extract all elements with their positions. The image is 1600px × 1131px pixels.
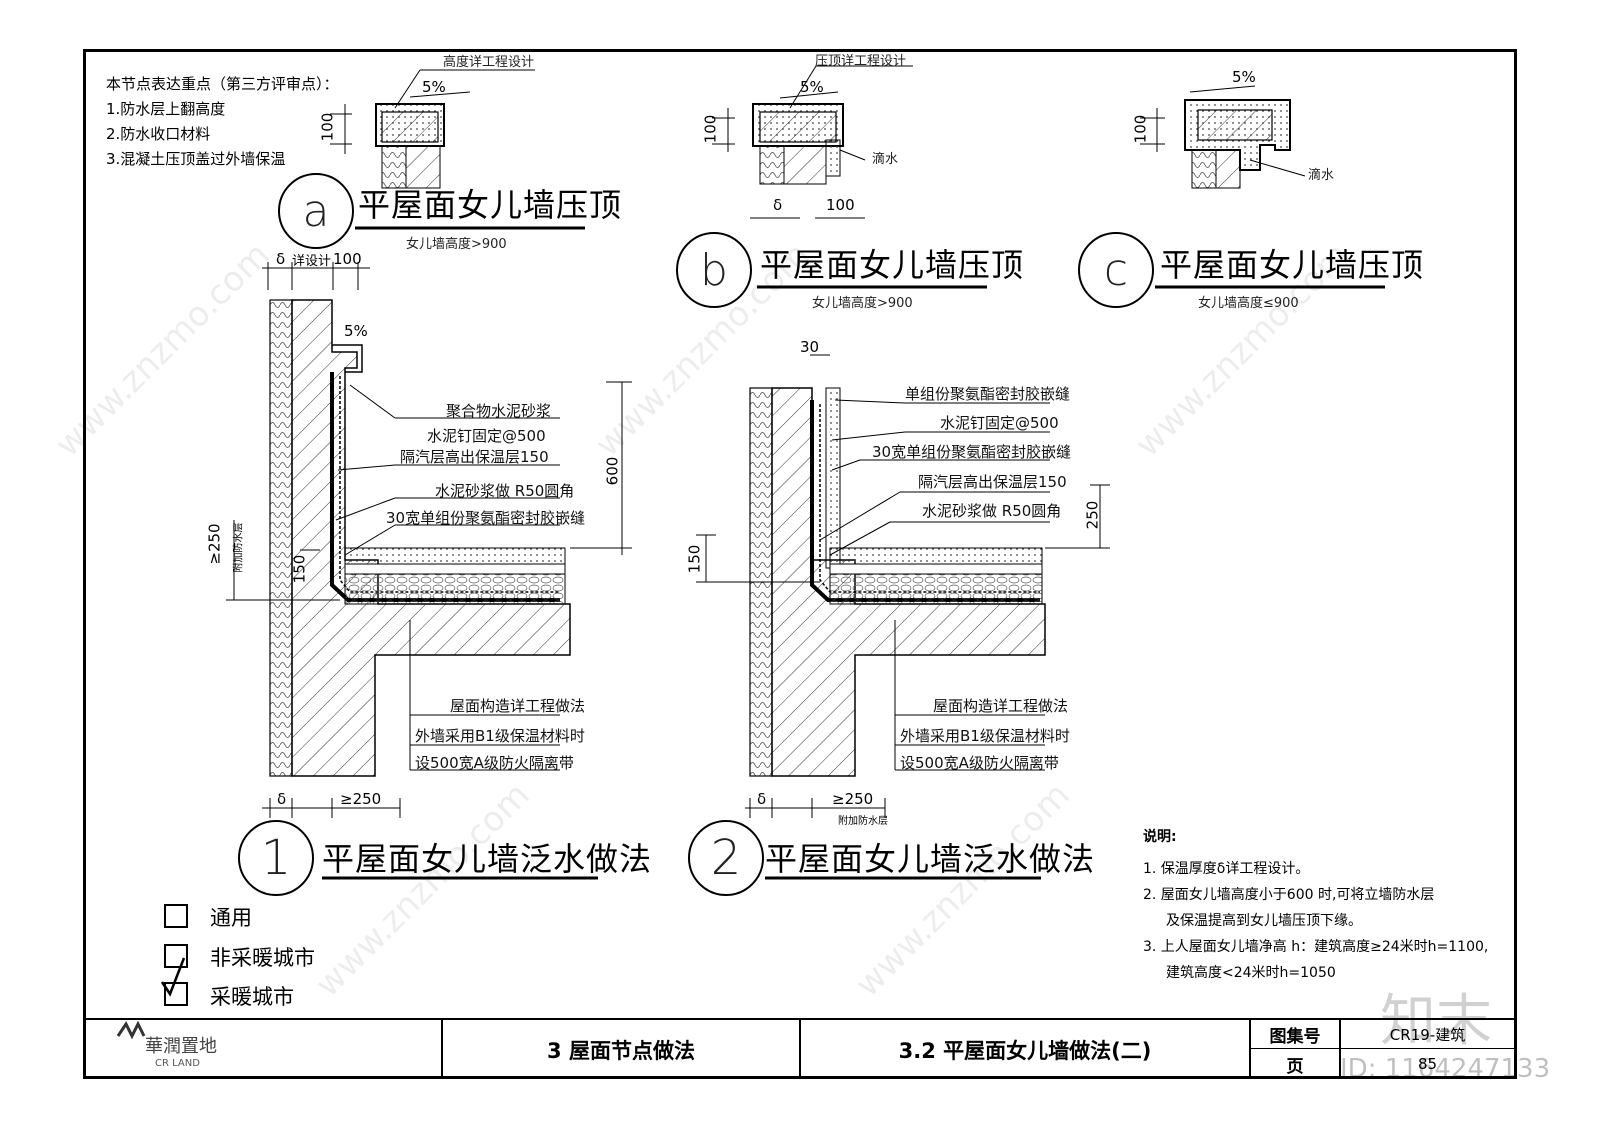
detail-b-dim-delta: δ xyxy=(773,196,783,214)
detail-a-slope: 5% xyxy=(422,78,446,96)
detail-b-top-note: 压顶详工程设计 xyxy=(815,54,907,69)
note-item: 2.防水收口材料 xyxy=(106,125,211,143)
section-2-callout: 单组份聚氨酯密封胶嵌缝 xyxy=(905,385,1071,403)
detail-b-drip: 滴水 xyxy=(872,152,899,167)
section-1-dim-left: ≥250 xyxy=(205,523,224,565)
section-2-dim-right: 250 xyxy=(1083,500,1102,530)
detail-c-drip: 滴水 xyxy=(1308,168,1335,183)
logo-cn: 華潤置地 xyxy=(145,1036,217,1057)
section-2-lower-callout: 外墙采用B1级保温材料时 xyxy=(900,727,1070,745)
section-1-marker: 1 xyxy=(238,820,314,896)
section-1-bottom-dim-delta: δ xyxy=(277,790,287,808)
detail-a-marker: a xyxy=(278,173,354,249)
note-item: 1.防水层上翻高度 xyxy=(106,100,226,118)
section-1-top-dim-delta: δ xyxy=(276,250,286,268)
section-1-slope: 5% xyxy=(344,322,368,340)
section-1-callout: 水泥钉固定@500 xyxy=(427,427,546,445)
logo-mountain-icon xyxy=(116,1020,146,1040)
section-1-top-dim-100: 100 xyxy=(333,250,362,268)
section-2-lower-callout: 设500宽A级防火隔离带 xyxy=(900,754,1059,772)
atlas-value-cell: CR19-建筑 xyxy=(1339,1020,1514,1049)
section-2-callout: 30宽单组份聚氨酯密封胶嵌缝 xyxy=(872,443,1072,461)
detail-a-top-note: 高度详工程设计 xyxy=(443,55,535,70)
detail-a-subtitle: 女儿墙高度>900 xyxy=(406,237,507,252)
detail-c-slope: 5% xyxy=(1232,68,1256,86)
explanation-item: 及保温提高到女儿墙压顶下缘。 xyxy=(1166,913,1362,929)
atlas-value: CR19-建筑 xyxy=(1389,1025,1466,1044)
detail-a-dim: 100 xyxy=(318,112,337,142)
drawing-title: 3.2 平屋面女儿墙做法(二) xyxy=(898,1038,1152,1063)
section-2-bottom-note: 附加防水层 xyxy=(838,816,888,827)
section-2-bottom-dim-delta: δ xyxy=(757,790,767,808)
section-1-drawing xyxy=(226,262,632,880)
watermark-id: ID: 1164247133 xyxy=(1340,1054,1551,1084)
page-label-cell: 页 xyxy=(1249,1049,1339,1079)
section-2-lower-callout: 屋面构造详工程做法 xyxy=(933,697,1069,715)
section-1-callout: 隔汽层高出保温层150 xyxy=(400,448,549,466)
detail-b-dim: 100 xyxy=(701,114,720,144)
legend-checkbox-heating[interactable] xyxy=(164,982,188,1006)
atlas-label-cell: 图集号 xyxy=(1249,1020,1339,1049)
detail-c-dim: 100 xyxy=(1131,114,1150,144)
legend-label-heating: 采暖城市 xyxy=(210,985,294,1009)
section-name-cell: 3 屋面节点做法 xyxy=(441,1020,799,1079)
page-value-cell: 85 xyxy=(1339,1049,1514,1079)
section-1-dim-150: 150 xyxy=(290,554,309,584)
atlas-label: 图集号 xyxy=(1269,1026,1321,1047)
detail-a-title: 平屋面女儿墙压顶 xyxy=(358,186,623,224)
logo-en: CR LAND xyxy=(155,1058,200,1069)
legend-label-general: 通用 xyxy=(210,906,252,930)
page-label: 页 xyxy=(1286,1056,1304,1077)
section-1-lower-callout: 设500宽A级防火隔离带 xyxy=(415,754,574,772)
detail-b-slope: 5% xyxy=(800,78,824,96)
detail-b-dim-bottom: 100 xyxy=(826,196,855,214)
section-1-lower-callout: 外墙采用B1级保温材料时 xyxy=(415,727,585,745)
section-1-bottom-dim-250: ≥250 xyxy=(340,790,382,808)
section-1-dim-left-note: 附加防水层 xyxy=(233,522,245,573)
page-value: 85 xyxy=(1417,1055,1438,1073)
detail-c-subtitle: 女儿墙高度≤900 xyxy=(1198,296,1299,311)
legend-label-non-heating: 非采暖城市 xyxy=(210,946,315,970)
section-1-callout: 30宽单组份聚氨酯密封胶嵌缝 xyxy=(386,509,586,527)
detail-b-drawing xyxy=(712,65,913,219)
explanation-item: 3. 上人屋面女儿墙净高 h：建筑高度≥24米时h=1100, xyxy=(1143,939,1489,955)
explanation-item: 1. 保温厚度δ详工程设计。 xyxy=(1143,861,1310,877)
detail-a-drawing xyxy=(330,69,535,189)
detail-b-subtitle: 女儿墙高度>900 xyxy=(812,296,913,311)
title-block: 華潤置地 CR LAND 3 屋面节点做法 3.2 平屋面女儿墙做法(二) 图集… xyxy=(83,1018,1517,1079)
section-2-callout: 水泥钉固定@500 xyxy=(940,414,1059,432)
notes-heading: 本节点表达重点（第三方评审点）： xyxy=(106,75,339,93)
section-name: 3 屋面节点做法 xyxy=(547,1038,695,1063)
detail-c-drawing xyxy=(1140,85,1306,189)
section-2-bottom-dim-250: ≥250 xyxy=(832,790,874,808)
section-1-top-dim-design: 详设计 xyxy=(292,254,332,269)
section-2-drawing xyxy=(696,354,1110,880)
drawing-title-cell: 3.2 平屋面女儿墙做法(二) xyxy=(799,1020,1249,1079)
note-item: 3.混凝土压顶盖过外墙保温 xyxy=(106,150,286,168)
detail-c-title: 平屋面女儿墙压顶 xyxy=(1160,246,1425,284)
explanation-item: 建筑高度<24米时h=1050 xyxy=(1166,965,1336,981)
section-1-callout: 聚合物水泥砂浆 xyxy=(446,402,552,420)
section-2-callout: 水泥砂浆做 R50圆角 xyxy=(922,502,1062,520)
section-2-callout: 隔汽层高出保温层150 xyxy=(918,473,1067,491)
detail-c-marker: c xyxy=(1078,232,1154,308)
section-1-title: 平屋面女儿墙泛水做法 xyxy=(322,840,653,878)
section-1-lower-callout: 屋面构造详工程做法 xyxy=(450,697,586,715)
detail-b-marker: b xyxy=(676,232,752,308)
section-1-callout: 水泥砂浆做 R50圆角 xyxy=(435,482,575,500)
legend-checkbox-general[interactable] xyxy=(164,904,188,928)
section-2-dim-left: 150 xyxy=(685,544,704,574)
section-2-title: 平屋面女儿墙泛水做法 xyxy=(765,840,1096,878)
explanation-item: 2. 屋面女儿墙高度小于600 时,可将立墙防水层 xyxy=(1143,887,1435,903)
section-2-marker: 2 xyxy=(688,820,764,896)
watermark-brand: 知末 xyxy=(1380,989,1492,1054)
detail-b-title: 平屋面女儿墙压顶 xyxy=(760,246,1025,284)
legend-checkbox-non-heating[interactable] xyxy=(164,944,188,968)
section-2-top-dim: 30 xyxy=(800,338,820,356)
explanation-heading: 说明: xyxy=(1143,829,1177,845)
